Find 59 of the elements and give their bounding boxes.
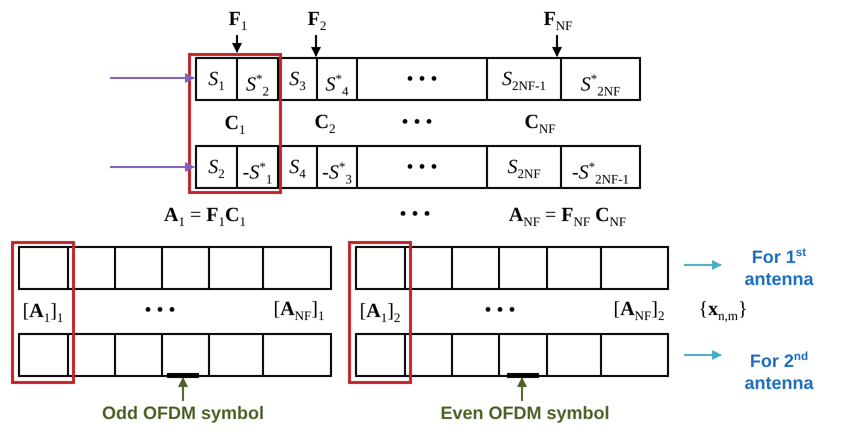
- grid-cell: [161, 246, 210, 290]
- math-label: • • •: [398, 202, 432, 227]
- math-label: A$_{1}$ = F$_{1}$C$_{1}$: [163, 203, 247, 230]
- grid-cell: [262, 333, 332, 377]
- grid-cell: [451, 333, 500, 377]
- math-label: [A$_{NF}$]$_{1}$: [272, 297, 326, 325]
- math-label: [A$_{1}$]$_{2}$: [358, 299, 402, 326]
- symbol-cell: S$_{2NF}$: [486, 145, 562, 189]
- arrow: [110, 73, 195, 83]
- math-label: C$_{2}$: [314, 110, 336, 136]
- grid-cell: [114, 333, 163, 377]
- grid-cell: [262, 246, 332, 290]
- grid-cell: [355, 246, 406, 290]
- arrow: [311, 35, 321, 57]
- math-label: F$_{2}$: [296, 4, 338, 34]
- math-label: • • •: [143, 298, 176, 323]
- grid-cell: [498, 246, 548, 290]
- grid-cell: [600, 246, 669, 290]
- grid-cell: [355, 333, 406, 377]
- math-label: [A$_{1}$]$_{1}$: [22, 299, 64, 326]
- highlight-frame: [348, 241, 412, 384]
- math-label: C$_{NF}$: [523, 110, 557, 136]
- math-label: A$_{NF}$ = F$_{NF}$ C$_{NF}$: [508, 203, 628, 230]
- symbol-cell: S$_{1}$: [195, 57, 238, 101]
- math-label: C$_{1}$: [224, 111, 246, 138]
- math-label: F$_{1}$: [217, 4, 259, 34]
- grid-cell: [546, 246, 602, 290]
- grid-cell: [600, 333, 669, 377]
- math-label: [A$_{NF}$]$_{2}$: [612, 297, 666, 325]
- grid-cell: [498, 333, 548, 377]
- grid-cell: [18, 333, 69, 377]
- arrow: [684, 350, 722, 360]
- grid-cell: [208, 333, 264, 377]
- highlight-frame: [188, 53, 282, 194]
- set-label: {x$_{n,m}$}: [697, 297, 749, 325]
- highlight-frame: [11, 241, 75, 384]
- grid-cell: [546, 333, 602, 377]
- grid-cell: [18, 246, 69, 290]
- antenna-label: For 1$^{st}$ antenna: [722, 242, 836, 290]
- symbol-cell: S$_{2}$: [195, 145, 238, 189]
- grid-cell: [161, 333, 210, 377]
- math-label: • • •: [400, 110, 434, 135]
- math-label: • • •: [483, 298, 516, 323]
- symbol-cell: S$_{2NF-1}$: [486, 57, 562, 101]
- symbol-cell: • • •: [356, 57, 488, 101]
- arrow: [517, 377, 527, 401]
- annotation-text: Even OFDM symbol: [432, 402, 618, 432]
- arrow: [552, 35, 562, 57]
- grid-cell: [114, 246, 163, 290]
- arrow: [232, 35, 242, 53]
- grid-cell: [208, 246, 264, 290]
- arrow: [684, 260, 722, 270]
- symbol-cell: • • •: [356, 145, 488, 189]
- grid-cell: [451, 246, 500, 290]
- arrow: [110, 162, 195, 172]
- math-label: F$_{NF}$: [532, 4, 584, 34]
- arrow: [178, 377, 188, 401]
- antenna-label: For 2$^{nd}$ antenna: [722, 346, 836, 394]
- annotation-text: Odd OFDM symbol: [95, 402, 271, 432]
